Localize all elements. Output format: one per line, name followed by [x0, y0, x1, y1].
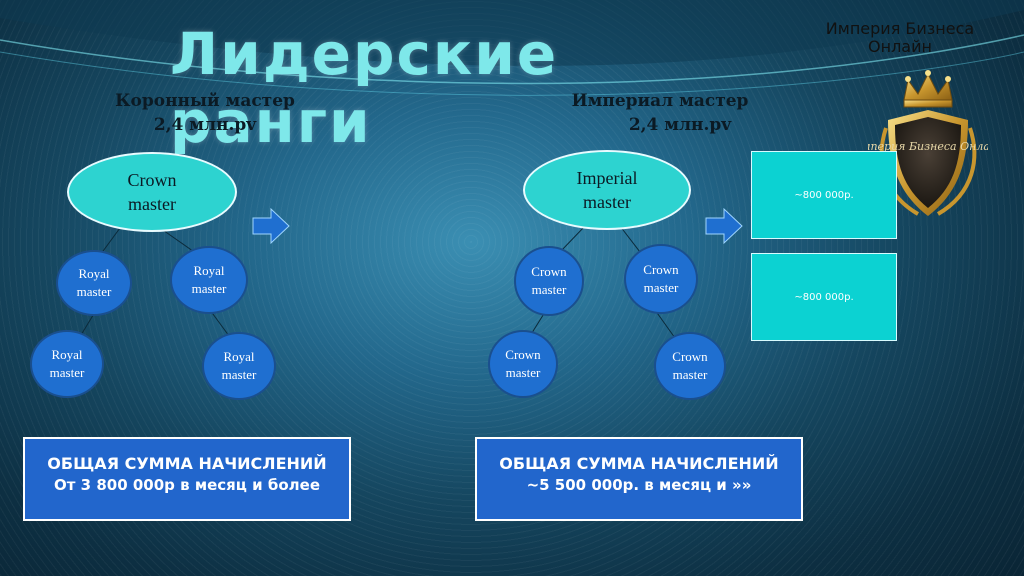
right-heading: Империал мастер 2,4 млн.pv	[545, 89, 775, 137]
node-label-line1: Crown	[643, 262, 679, 277]
page-title: Лидерские ранги	[170, 20, 559, 156]
brand-name: Империя Бизнеса Онлайн	[800, 20, 1000, 56]
summary-heading: ОБЩАЯ СУММА НАЧИСЛЕНИЙ	[47, 454, 327, 473]
left-summary-box: ОБЩАЯ СУММА НАЧИСЛЕНИЙ От 3 800 000р в м…	[23, 437, 351, 521]
node-label-line1: Imperial	[576, 168, 638, 188]
node-label-line2: master	[531, 282, 567, 297]
node-label-line1: Royal	[223, 349, 255, 364]
node-label-line2: master	[49, 365, 85, 380]
bonus-amount-box: ~800 000р.	[751, 253, 897, 341]
brand-name-line2: Онлайн	[868, 37, 932, 56]
node-label-line1: Crown	[672, 349, 708, 364]
node-label-line1: Crown	[505, 347, 541, 362]
node-label-line2: master	[643, 280, 679, 295]
node-label-line1: Royal	[193, 263, 225, 278]
node-label-line2: master	[583, 192, 631, 212]
right-arrow-icon	[705, 207, 743, 245]
top-swoosh-decoration	[0, 0, 1024, 96]
royal-master-node: Royal master	[202, 332, 276, 400]
left-heading: Коронный мастер 2,4 млн.pv	[90, 89, 320, 137]
royal-master-node: Royal master	[30, 330, 104, 398]
bonus-amount-label: ~800 000р.	[794, 189, 854, 201]
brand-name-line1: Империя Бизнеса	[825, 19, 975, 38]
crown-master-node: Crown master	[67, 152, 237, 232]
node-label-line1: Royal	[78, 266, 110, 281]
crown-master-node: Crown master	[654, 332, 726, 400]
left-heading-title: Коронный мастер	[115, 91, 295, 111]
node-label-line1: Crown	[531, 264, 567, 279]
crown-master-node: Crown master	[514, 246, 584, 316]
node-label-line1: Royal	[51, 347, 83, 362]
bonus-amount-label: ~800 000р.	[794, 291, 854, 303]
bonus-amount-box: ~800 000р.	[751, 151, 897, 239]
node-label-line2: master	[76, 284, 112, 299]
imperial-master-node: Imperial master	[523, 150, 691, 230]
node-label-line2: master	[128, 194, 176, 214]
node-label-line1: Crown	[127, 170, 177, 190]
crown-shield-logo: Империя Бизнеса Онлайн	[868, 70, 988, 216]
summary-heading: ОБЩАЯ СУММА НАЧИСЛЕНИЙ	[499, 454, 779, 473]
left-heading-volume: 2,4 млн.pv	[153, 115, 257, 135]
right-heading-volume: 2,4 млн.pv	[628, 115, 732, 135]
royal-master-node: Royal master	[170, 246, 248, 314]
crown-master-node: Crown master	[624, 244, 698, 314]
node-label-line2: master	[191, 281, 227, 296]
node-label-line2: master	[221, 367, 257, 382]
node-label-line2: master	[505, 365, 541, 380]
svg-text:Империя Бизнеса Онлайн: Империя Бизнеса Онлайн	[868, 140, 988, 153]
node-label-line2: master	[672, 367, 708, 382]
right-arrow-icon	[252, 207, 290, 245]
summary-amount: ~5 500 000р. в месяц и »»	[526, 476, 752, 494]
summary-amount: От 3 800 000р в месяц и более	[54, 476, 320, 494]
right-heading-title: Империал мастер	[571, 91, 749, 111]
royal-master-node: Royal master	[56, 250, 132, 316]
crown-master-node: Crown master	[488, 330, 558, 398]
right-summary-box: ОБЩАЯ СУММА НАЧИСЛЕНИЙ ~5 500 000р. в ме…	[475, 437, 803, 521]
